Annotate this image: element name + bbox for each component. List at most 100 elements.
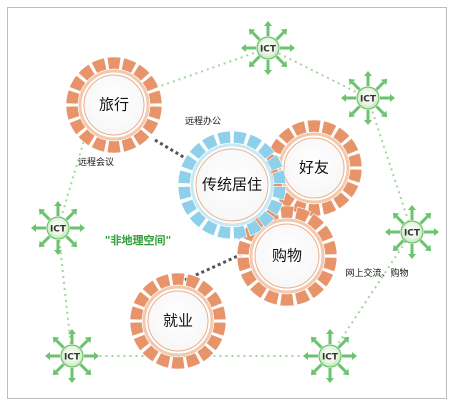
ict-arrow-head	[342, 368, 350, 376]
ring-segment	[257, 141, 276, 160]
ict-hub-core	[46, 216, 70, 240]
ict-arrow-head	[290, 44, 295, 52]
shopping-ring	[236, 205, 338, 307]
ict-arrow-head	[38, 240, 46, 248]
ict-arrow-head	[434, 228, 439, 236]
ict-arrow-head	[341, 94, 346, 102]
ring-segment	[65, 89, 81, 105]
ict-arrow-head	[310, 336, 318, 344]
ring-segment	[90, 57, 107, 74]
ict-arrow-shaft	[337, 339, 347, 349]
ring-core	[147, 290, 209, 352]
ring-segment	[121, 57, 138, 74]
ict-arrow-head	[52, 336, 60, 344]
ring-segment	[129, 305, 145, 321]
ring-segment	[322, 256, 338, 272]
ring-segment	[177, 186, 193, 201]
ict-arrow-head	[392, 244, 400, 252]
ring-segment	[262, 289, 280, 306]
ict-arrow-shaft	[79, 363, 89, 373]
ict-arrow-head	[424, 244, 432, 252]
ict-arrow-head	[310, 368, 318, 376]
ring-core	[283, 137, 345, 199]
ring-segment	[205, 333, 223, 352]
ict-arrow-head	[380, 78, 388, 86]
ict-arrow-head	[326, 378, 334, 383]
ring-segment	[236, 256, 252, 272]
ict-arrow-head	[54, 250, 62, 255]
ring-segment	[277, 126, 296, 145]
ring-segment	[205, 290, 223, 309]
ring-segment	[188, 141, 207, 160]
ring-segment	[211, 321, 227, 337]
ict-arrow-shaft	[375, 105, 385, 115]
ict-arrow-head	[38, 208, 46, 216]
ring-segment	[196, 279, 215, 298]
ict-arrow-shaft	[337, 363, 347, 373]
ring-segment	[141, 279, 160, 298]
ict-arrow-shaft	[65, 235, 75, 245]
ict-arrow-shaft	[65, 211, 75, 221]
ring-segment	[316, 224, 334, 243]
ict-arrow-head	[364, 71, 372, 76]
ict-arrow-shaft	[395, 239, 405, 249]
ict-arrow-head	[364, 120, 372, 125]
ict-arrow-head	[342, 336, 350, 344]
ict-arrow-head	[408, 205, 416, 210]
ring-segment	[170, 356, 186, 370]
ict-hub-label: ICT	[322, 353, 339, 363]
ict-arrow-shaft	[251, 55, 261, 65]
ring-core	[195, 148, 269, 222]
ring-segment	[90, 136, 107, 153]
ring-segment	[154, 273, 171, 290]
ict-hub-core	[256, 36, 280, 60]
ict-arrow-head	[264, 21, 272, 26]
ring-segment	[341, 137, 359, 156]
ring-segment	[77, 63, 96, 82]
ring-segment	[106, 140, 122, 154]
ict-arrow-head	[264, 70, 272, 75]
ring-segment	[154, 352, 171, 369]
ring-segment	[347, 152, 363, 168]
ict-hub: ICT	[241, 21, 295, 75]
ring-segment	[321, 199, 338, 216]
ict-arrow-head	[54, 201, 62, 206]
ict-arrow-head	[68, 329, 76, 334]
ring-segment	[233, 130, 248, 146]
ring-segment	[341, 180, 359, 199]
ict-arrow-shaft	[351, 105, 361, 115]
ring-segment	[290, 120, 307, 137]
employment-shopping-connector	[184, 253, 241, 282]
ict-hub-label: ICT	[260, 45, 277, 55]
ict-arrow-head	[385, 228, 390, 236]
ring-segment	[185, 273, 202, 290]
ring-segment	[177, 169, 193, 184]
ict-hub-label: ICT	[360, 95, 377, 105]
ring-segment	[321, 120, 338, 137]
ring-segment	[279, 205, 295, 219]
ring-segment	[332, 126, 351, 145]
ring-segment	[133, 290, 151, 309]
ict-arrow-head	[94, 352, 99, 360]
ict-arrow-head	[326, 329, 334, 334]
ring-segment	[141, 344, 160, 363]
node-label-shopping: 购物	[272, 247, 302, 265]
ring-segment	[170, 272, 186, 286]
ring-segment	[236, 240, 252, 256]
ict-arrow-head	[84, 336, 92, 344]
ict-hub-label: ICT	[64, 353, 81, 363]
node-label-home: 传统居住	[202, 176, 262, 194]
ict-arrow-head	[80, 224, 85, 232]
ring-segment	[332, 191, 351, 210]
ict-arrow-head	[424, 212, 432, 220]
ring-segment	[201, 219, 219, 237]
ict-arrow-head	[303, 352, 308, 360]
ict-arrow-head	[241, 44, 246, 52]
ict-hub-core	[318, 344, 342, 368]
ring-segment	[316, 269, 334, 288]
ring-segment	[201, 133, 219, 151]
annotation-remote-meeting: 远程会议	[78, 156, 114, 168]
ict-hub: ICT	[385, 205, 439, 259]
ict-arrow-head	[68, 378, 76, 383]
